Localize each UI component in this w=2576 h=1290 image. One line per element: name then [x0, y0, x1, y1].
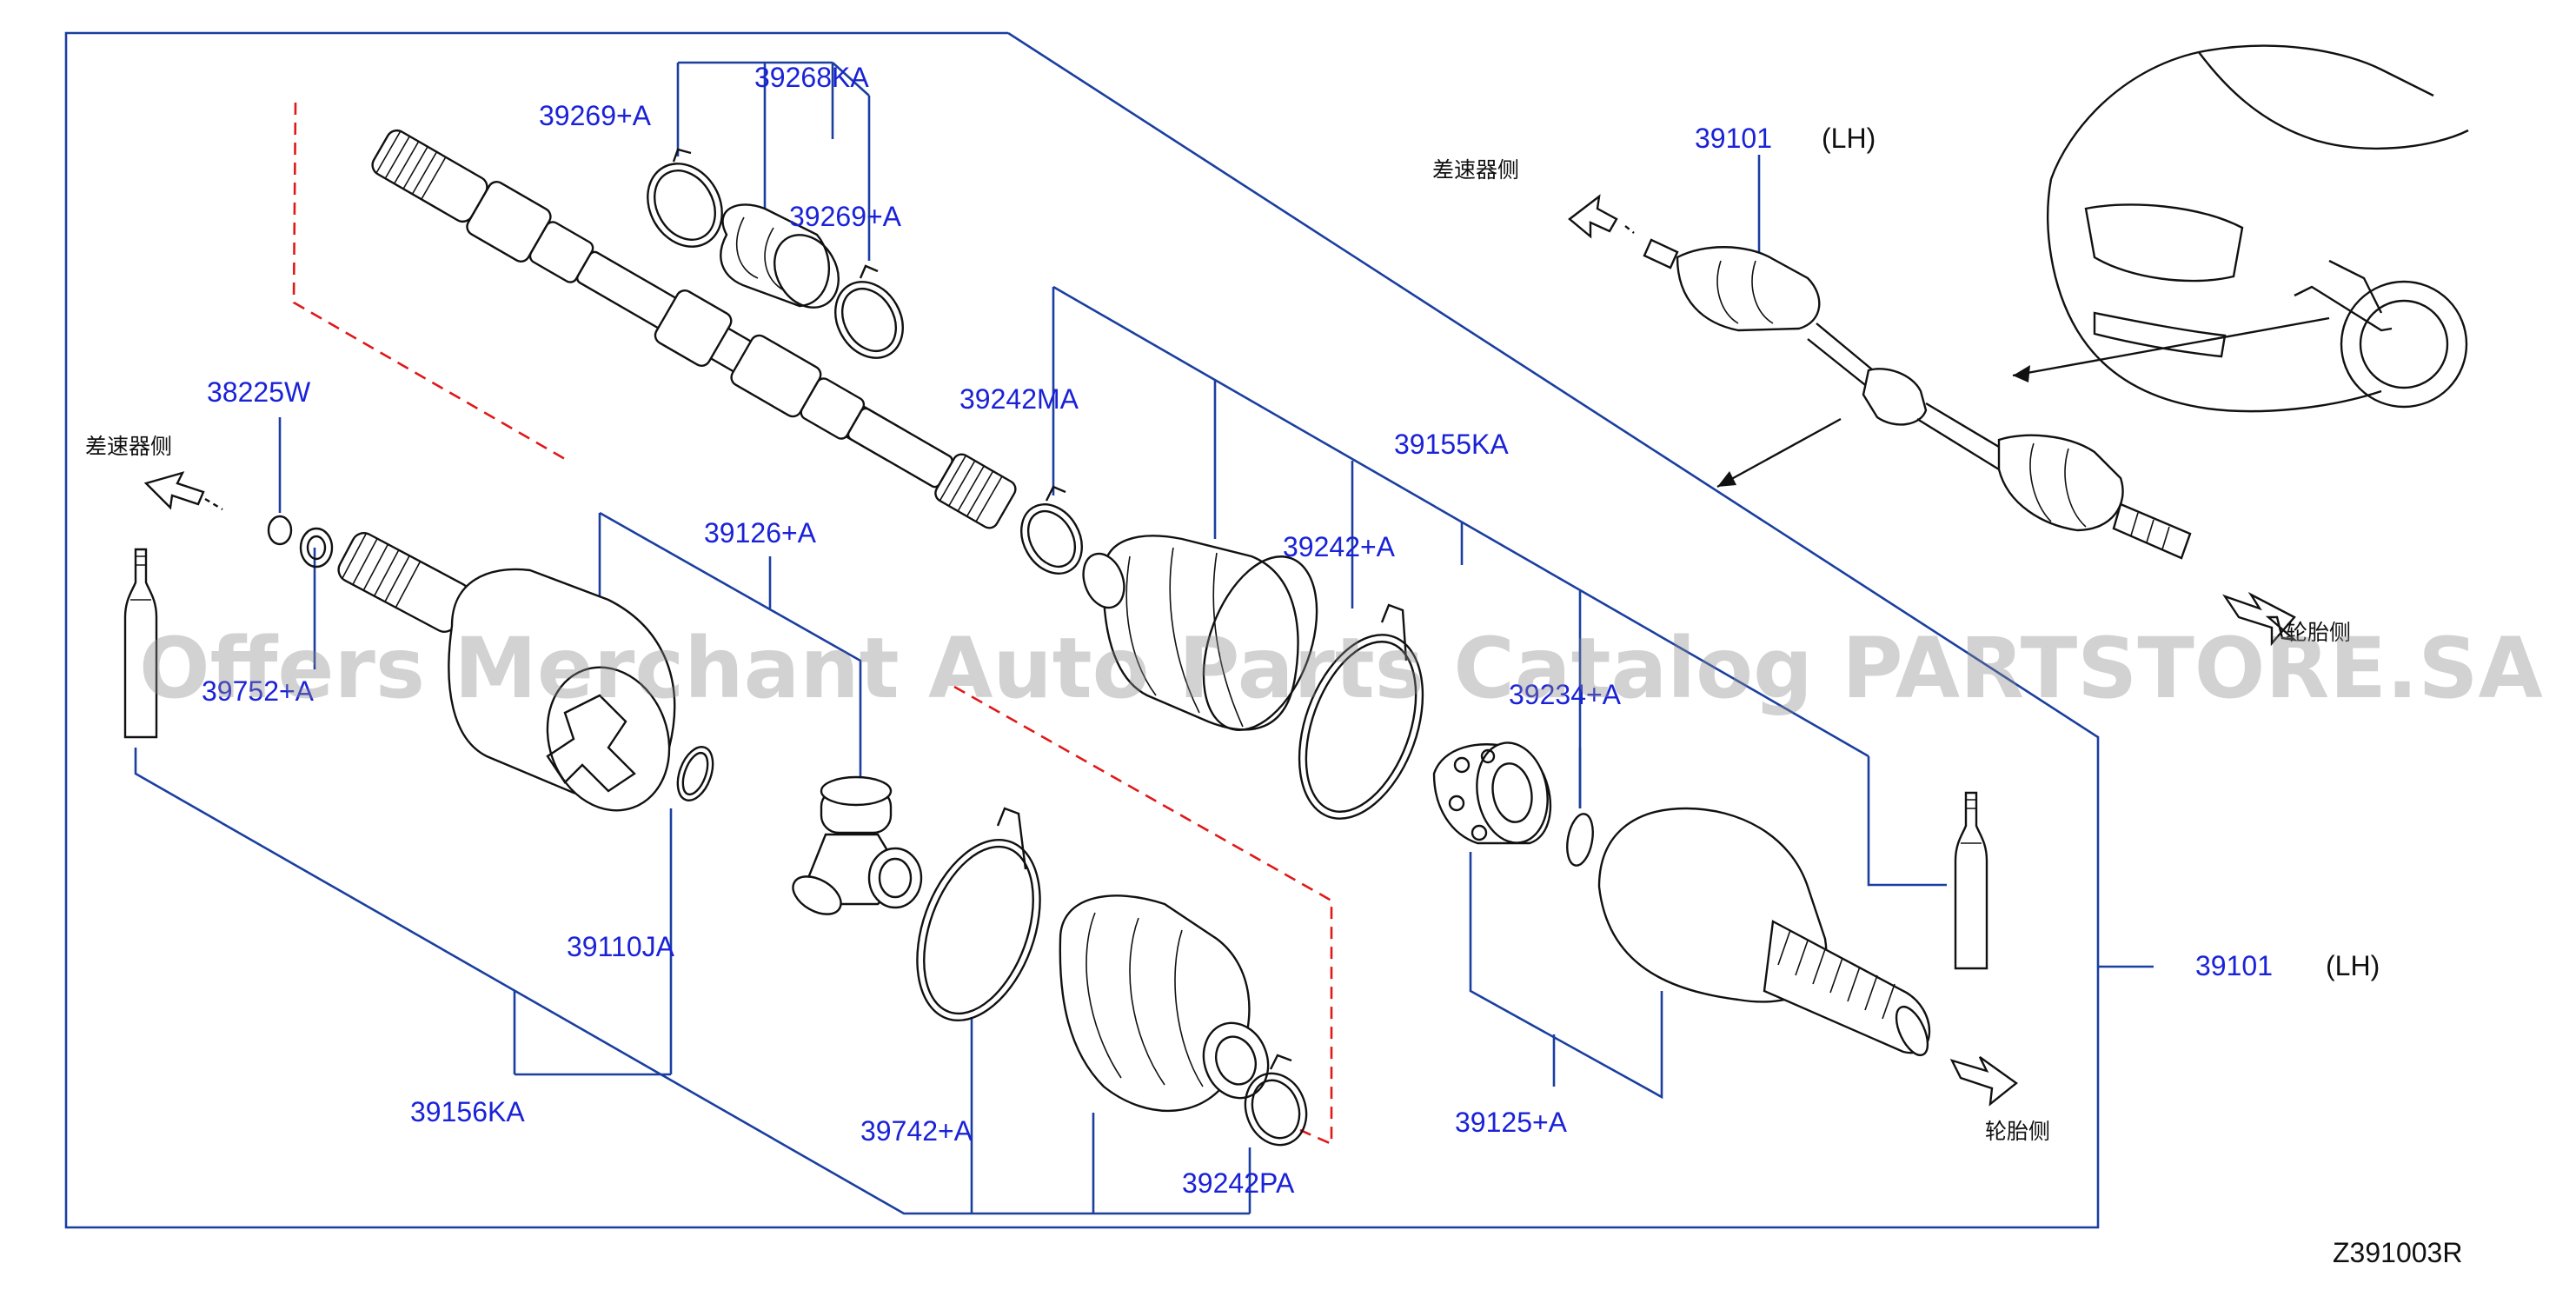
- part-label-39110ja: 39110JA: [567, 931, 675, 962]
- part-label-39234a: 39234+A: [1509, 679, 1622, 710]
- part-label-39242a: 39242+A: [1283, 531, 1396, 562]
- diagram-code: Z391003R: [2333, 1237, 2462, 1268]
- washer-39752a: [299, 527, 334, 569]
- vehicle-front-icon: [2047, 44, 2469, 413]
- hollow-arrow-icon: [143, 471, 223, 511]
- boot-top: [720, 203, 840, 309]
- leader-lines: [64, 31, 2154, 1229]
- tripod-spider: [792, 775, 923, 915]
- ball-cage: [1432, 741, 1552, 845]
- part-label-39742a: 39742+A: [860, 1115, 973, 1147]
- hollow-arrow-icon: [1568, 194, 1635, 239]
- boot-lower: [1059, 894, 1270, 1113]
- direction-label-wheel-right: 轮胎侧: [2286, 620, 2351, 645]
- circlip-39110ja: [676, 746, 714, 801]
- watermark-text: Offers Merchant Auto Parts Catalog PARTS…: [139, 620, 2543, 717]
- part-label-38225w: 38225W: [207, 376, 311, 408]
- part-labels: 39269+A 39268KA 39269+A 38225W 39242MA 3…: [202, 62, 2380, 1199]
- boot-band-top-right: [834, 264, 904, 359]
- boot-band-39242ma: [1020, 485, 1083, 575]
- part-label-39126a: 39126+A: [704, 517, 817, 549]
- group-frame: [64, 31, 2100, 1229]
- boot-band-39242a: [1298, 603, 1424, 820]
- inner-joint-housing: [337, 532, 676, 812]
- direction-label-differential-left: 差速器侧: [85, 434, 172, 459]
- snap-ring-38225w: [267, 515, 293, 546]
- direction-label-differential-top: 差速器侧: [1432, 157, 1519, 183]
- part-label-39752a: 39752+A: [202, 675, 315, 707]
- outer-joint-housing: [1597, 807, 1931, 1057]
- intermediate-shaft-part: [371, 129, 1017, 529]
- assembled-driveshaft: [1643, 238, 2192, 560]
- side-label-lh-top: (LH): [1822, 123, 1876, 154]
- part-label-39156ka: 39156KA: [410, 1096, 525, 1127]
- part-label-39242pa: 39242PA: [1182, 1167, 1295, 1199]
- boot-band-39742a: [916, 807, 1041, 1022]
- pointer-arrows: [1716, 316, 2330, 489]
- assembly-group-dashes: [292, 102, 1333, 1147]
- part-label-39242ma: 39242MA: [959, 383, 1079, 415]
- part-label-39101-right: 39101: [2195, 950, 2273, 981]
- boot-outer: [1082, 535, 1318, 731]
- side-label-lh-right: (LH): [2326, 950, 2380, 981]
- part-label-39269a-top: 39269+A: [539, 100, 652, 131]
- hollow-arrow-icon: [2222, 591, 2298, 647]
- boot-band-top-left: [647, 148, 723, 248]
- grease-tube-right: [1954, 791, 1988, 970]
- part-label-39125a: 39125+A: [1455, 1107, 1568, 1138]
- hollow-arrow-icon: [1949, 1056, 2018, 1107]
- snap-ring-39234a: [1566, 813, 1594, 867]
- grease-tube-left: [123, 548, 158, 739]
- part-label-39269a-mid: 39269+A: [789, 201, 902, 232]
- part-label-39268ka: 39268KA: [754, 62, 869, 93]
- boot-band-39242pa: [1244, 1054, 1308, 1147]
- direction-label-wheel-bottom: 轮胎侧: [1985, 1119, 2050, 1144]
- part-label-39155ka: 39155KA: [1394, 429, 1509, 460]
- direction-labels: 差速器侧 差速器侧 轮胎侧 轮胎侧: [85, 157, 2351, 1144]
- part-label-39101-top: 39101: [1695, 123, 1772, 154]
